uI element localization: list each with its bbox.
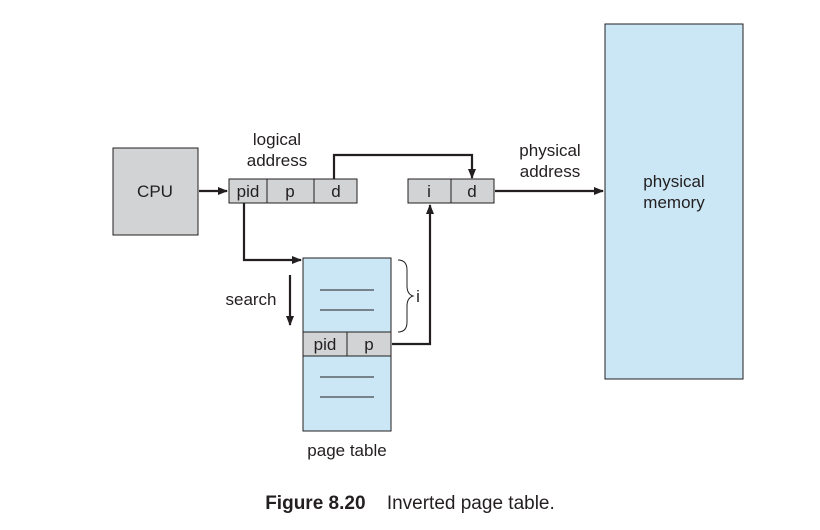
physical-memory-label-line1: physical (643, 172, 704, 191)
search-label: search (225, 290, 276, 309)
page-table: pid p (302, 257, 392, 432)
cpu-label: CPU (137, 182, 173, 201)
cpu-box: CPU (112, 147, 199, 236)
page-table-label: page table (307, 441, 386, 460)
entry-field-pid: pid (314, 335, 337, 354)
entry-to-i-arrow (392, 204, 434, 346)
logical-field-pid: pid (237, 182, 260, 201)
physical-address-register: i d (407, 178, 495, 204)
physical-memory-box: physical memory (604, 23, 744, 380)
physical-memory-label-line2: memory (643, 193, 705, 212)
physical-field-i: i (427, 182, 431, 201)
page-table-matching-entry: pid p (302, 331, 392, 357)
physical-address-label-line1: physical (519, 141, 580, 160)
logical-address-register: pid p d (228, 178, 358, 204)
entry-field-p: p (364, 335, 373, 354)
logical-address-label-line1: logical (253, 130, 301, 149)
caption-text: Inverted page table. (386, 493, 555, 514)
index-label: i (416, 287, 420, 306)
index-brace (397, 259, 415, 333)
caption-number: Figure 8.20 (265, 493, 366, 514)
logical-field-d: d (331, 182, 340, 201)
physical-field-d: d (467, 182, 476, 201)
figure-caption: Figure 8.20 Inverted page table. (0, 493, 820, 515)
logical-address-label-line2: address (247, 151, 307, 170)
pid-to-page-table-arrow (242, 203, 302, 264)
physical-address-label-line2: address (520, 162, 580, 181)
offset-d-arrow (332, 153, 476, 179)
logical-field-p: p (285, 182, 294, 201)
